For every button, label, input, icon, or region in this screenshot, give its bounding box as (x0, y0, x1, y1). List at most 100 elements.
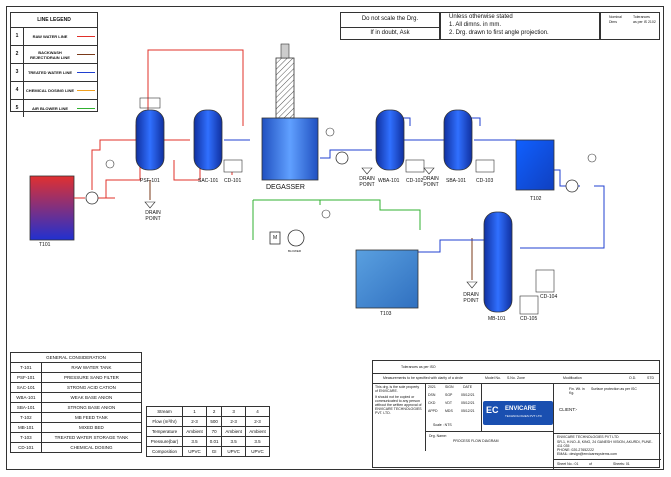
general-title: GENERAL CONSIDERATION (10, 352, 142, 363)
desc-cell: STRONG BASE ANION (40, 402, 143, 413)
stream-cell: 70 (205, 426, 223, 437)
tag-cell: T-101 (10, 362, 42, 373)
label-cd102: CD-102 (406, 178, 424, 184)
desc-cell: RAW WATER TANK (40, 362, 143, 373)
od-label: O.D. (629, 376, 637, 380)
surface-protection: Surface protection as per ISC (591, 387, 637, 391)
blower-motor (269, 231, 281, 245)
sheet-of: of (589, 462, 592, 466)
sheet-number: Sheet No.: 01 (557, 462, 579, 466)
stream-cell: 2-3 (245, 416, 270, 427)
vessel-psf101 (135, 109, 165, 171)
scale-note: Do not scale the Drg. (361, 16, 419, 22)
stream-cell: 2-3 (221, 416, 247, 427)
desc-cell: CHEMICAL DOSING (40, 442, 143, 453)
tag-cell: SAC-101 (10, 382, 42, 393)
label-motor: M (273, 235, 278, 241)
label-blower: BLOWER (288, 249, 302, 253)
tolerance-box: Nominal Dims Tolerances as per IS 2102 (600, 12, 660, 40)
legend-row: 2 BACKWASH REJECT/DRAIN LINE (11, 46, 97, 64)
legend-swatch (77, 108, 95, 109)
gauge-icon (105, 159, 115, 169)
stream-cell: 500 (205, 416, 223, 427)
gauge-icon (587, 153, 597, 163)
stream-cell: Temperature (145, 426, 184, 437)
label-cd101: CD-101 (224, 178, 242, 184)
label-sba101: SBA-101 (446, 178, 467, 184)
legend-num: 1 (11, 28, 24, 45)
sign-role: APPD (428, 409, 438, 413)
scale-label: Scale : NTS (433, 423, 452, 427)
client-label: CLIENT:- (559, 407, 578, 412)
desc-cell: MIXED BED (40, 422, 143, 433)
label-drain-psf: DRAIN POINT (145, 210, 161, 222)
label-psf101: PSF-101 (140, 178, 160, 184)
zone-label: Zone (517, 376, 525, 380)
stream-cell: 0.01 (205, 436, 223, 447)
unless-note: Unless otherwise stated (449, 14, 513, 20)
doubt-note: If in doubt, Ask (370, 30, 410, 36)
stream-cell: Pressure(bar) (145, 436, 184, 447)
stream-cell: GI (205, 446, 223, 457)
stream-cell: Flow (m³/hr) (145, 416, 184, 427)
stream-cell: Ambient (245, 426, 270, 437)
degasser-tank (261, 117, 319, 181)
stream-cell: UPVC (245, 446, 270, 457)
logo-text: ENVICARE (505, 406, 537, 412)
desc-cell: WEAK BASE ANION (40, 392, 143, 403)
vessel-mb101 (483, 211, 513, 313)
gauge-icon (325, 127, 335, 137)
copy-note: It should not be copied or communicated … (375, 395, 422, 415)
modification-label: Modification (563, 376, 582, 380)
dosing-cd102 (405, 159, 425, 173)
dosing-cd101 (223, 159, 243, 173)
legend-num: 2 (11, 46, 24, 63)
gauge-icon (321, 209, 331, 219)
legend-swatch (77, 54, 95, 55)
std-label: STD (647, 376, 654, 380)
degasser-tower (275, 57, 295, 119)
legend-label: BACKWASH REJECT/DRAIN LINE (30, 49, 70, 60)
company-phone: PHONE: 020-27652222 (557, 448, 594, 452)
envicare-logo: EC ENVICARE TECHNOLOGIES PVT LTD (483, 401, 553, 425)
property-note: This drg. is the sole property of ENVICA… (375, 385, 420, 393)
legend-title: LINE LEGEND (11, 13, 97, 28)
measurement-note: Measurements to be specified with clarit… (383, 376, 463, 380)
legend-swatch (77, 90, 95, 91)
sheet-count: Sheets: 01 (613, 462, 630, 466)
dims-label: Dims (609, 20, 617, 24)
stream-header: 2 (205, 406, 223, 417)
label-cd105: CD-105 (520, 316, 538, 322)
tag-cell: WBA-101 (10, 392, 42, 403)
label-cd104: CD-104 (540, 294, 558, 300)
dosing-cd104 (535, 269, 555, 293)
logo-subtext: TECHNOLOGIES PVT LTD (505, 414, 542, 418)
nominal-label: Nominal (609, 15, 622, 19)
drain-marker-icon (423, 167, 435, 175)
tank-t101 (29, 175, 75, 241)
company-email: EMAIL: design@envicaresystems.com (557, 452, 617, 456)
legend-swatch (77, 36, 95, 37)
company-name: ENVICARE TECHNOLOGIES PVT LTD (557, 435, 619, 439)
stream-cell: Ambient (221, 426, 247, 437)
tag-cell: SBA-101 (10, 402, 42, 413)
label-t102: T102 (530, 196, 542, 202)
pump-mb-feed (565, 179, 579, 193)
tag-cell: PSF-101 (10, 372, 42, 383)
label-wba101: WBA-101 (378, 178, 400, 184)
desc-cell: PRESSURE SAND FILTER (40, 372, 143, 383)
tolerance-value: as per IS 2102 (633, 20, 656, 24)
stream-cell: Composition (145, 446, 184, 457)
sign-header: SIGN (445, 385, 454, 389)
label-t101: T101 (39, 242, 51, 248)
sno-label: S.No. (507, 376, 516, 380)
vessel-sac101 (193, 109, 223, 171)
pump-degasser (335, 151, 349, 165)
sign-date: 05/12/21 (461, 409, 475, 413)
